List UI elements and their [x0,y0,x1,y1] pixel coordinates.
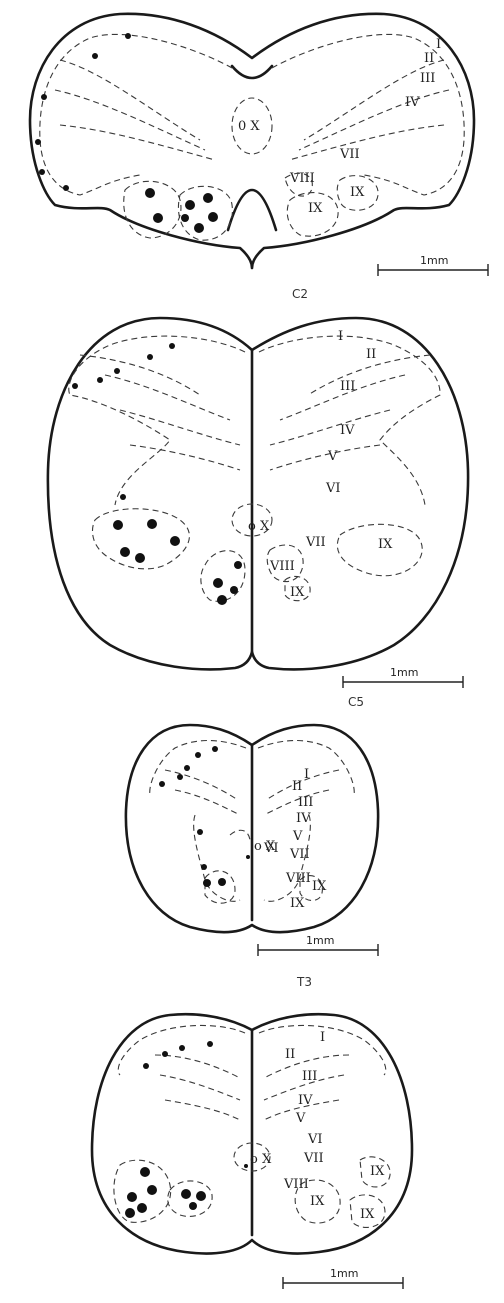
dorsal-median-fissure [232,66,272,78]
lamina-label: VII [289,847,310,862]
lamina-label: IX [312,879,327,894]
labelled-neurons [35,33,218,233]
lamina-label: V [292,829,303,844]
lamina-label: V [295,1111,306,1126]
lamina-label: II [424,51,434,66]
scale-label: 1mm [390,666,418,679]
lamina-label: VII [305,535,326,550]
lamina-label: IV [298,1093,313,1108]
lamina-label: VI [307,1132,323,1147]
lamina-label: I [320,1030,325,1045]
lamina-label: VIII [289,171,315,186]
lamina-label: III [302,1069,317,1084]
lamina-label: IX [310,1194,325,1209]
lamina-label: IX [308,201,323,216]
grey-matter-left [69,336,245,505]
scale-label: 1mm [420,254,448,267]
canal-label: 0 X [238,119,260,134]
motor-pool [201,551,245,602]
motor-pool [168,1181,212,1217]
lamina-label: III [298,795,313,810]
lamina-label: VII [303,1151,324,1166]
section-c2: I II III IV VII VIII IX IX 0 X 1mm C2 [30,14,488,301]
lamina-label: I [338,329,343,344]
ventral-median-fissure [228,190,276,230]
lamina-label: II [292,779,302,794]
cord-outline [48,318,468,669]
grey-matter-left [40,34,232,195]
lamina-label: VII [339,147,360,162]
lamina-label: VI [325,481,341,496]
labelled-neurons [125,1041,248,1218]
cord-outline [30,14,474,268]
lamina-label: IV [340,423,355,438]
lamina-label: IX [378,537,393,552]
scale-label: 1mm [306,934,334,947]
lamina-label: II [285,1047,295,1062]
lamina-label: IX [370,1164,385,1179]
lamina-label: V [327,449,338,464]
lamina-label: I [436,37,441,52]
labelled-neurons [159,746,250,887]
canal-label: o X [250,1152,272,1167]
section-label: C5 [348,695,364,709]
section-label: T3 [296,975,312,989]
section-label: C2 [292,287,308,301]
lamina-label: IX [350,185,365,200]
lamina-label: IX [290,896,305,911]
grey-matter-right [259,336,440,505]
lamina-label: IV [296,811,311,826]
lamina-vii [230,830,250,840]
lamina-label: II [366,347,376,362]
lamina-label: III [340,379,355,394]
lamina-label: VIII [285,871,311,886]
lamina-label: IX [360,1207,375,1222]
section-lumbar: I II III IV V VI VII VIII IX IX IX o X [92,1014,412,1289]
lamina-label: IX [290,585,305,600]
section-c5: I II III IV V VI VII VIII IX IX o X [48,318,468,709]
labelled-neurons [72,343,242,605]
lamina-label: VIII [283,1177,309,1192]
canal-label: o X [248,519,270,534]
scale-label: 1mm [330,1267,358,1280]
canal-label: o X [254,839,276,854]
motor-pool [205,871,235,903]
lamina-label: IV [405,95,420,110]
lamina-label: III [420,71,435,86]
lamina-label: I [304,767,309,782]
lamina-label: VIII [269,559,295,574]
section-t3: I II III IV V VI VII VIII IX IX o X 1mm … [126,725,378,989]
